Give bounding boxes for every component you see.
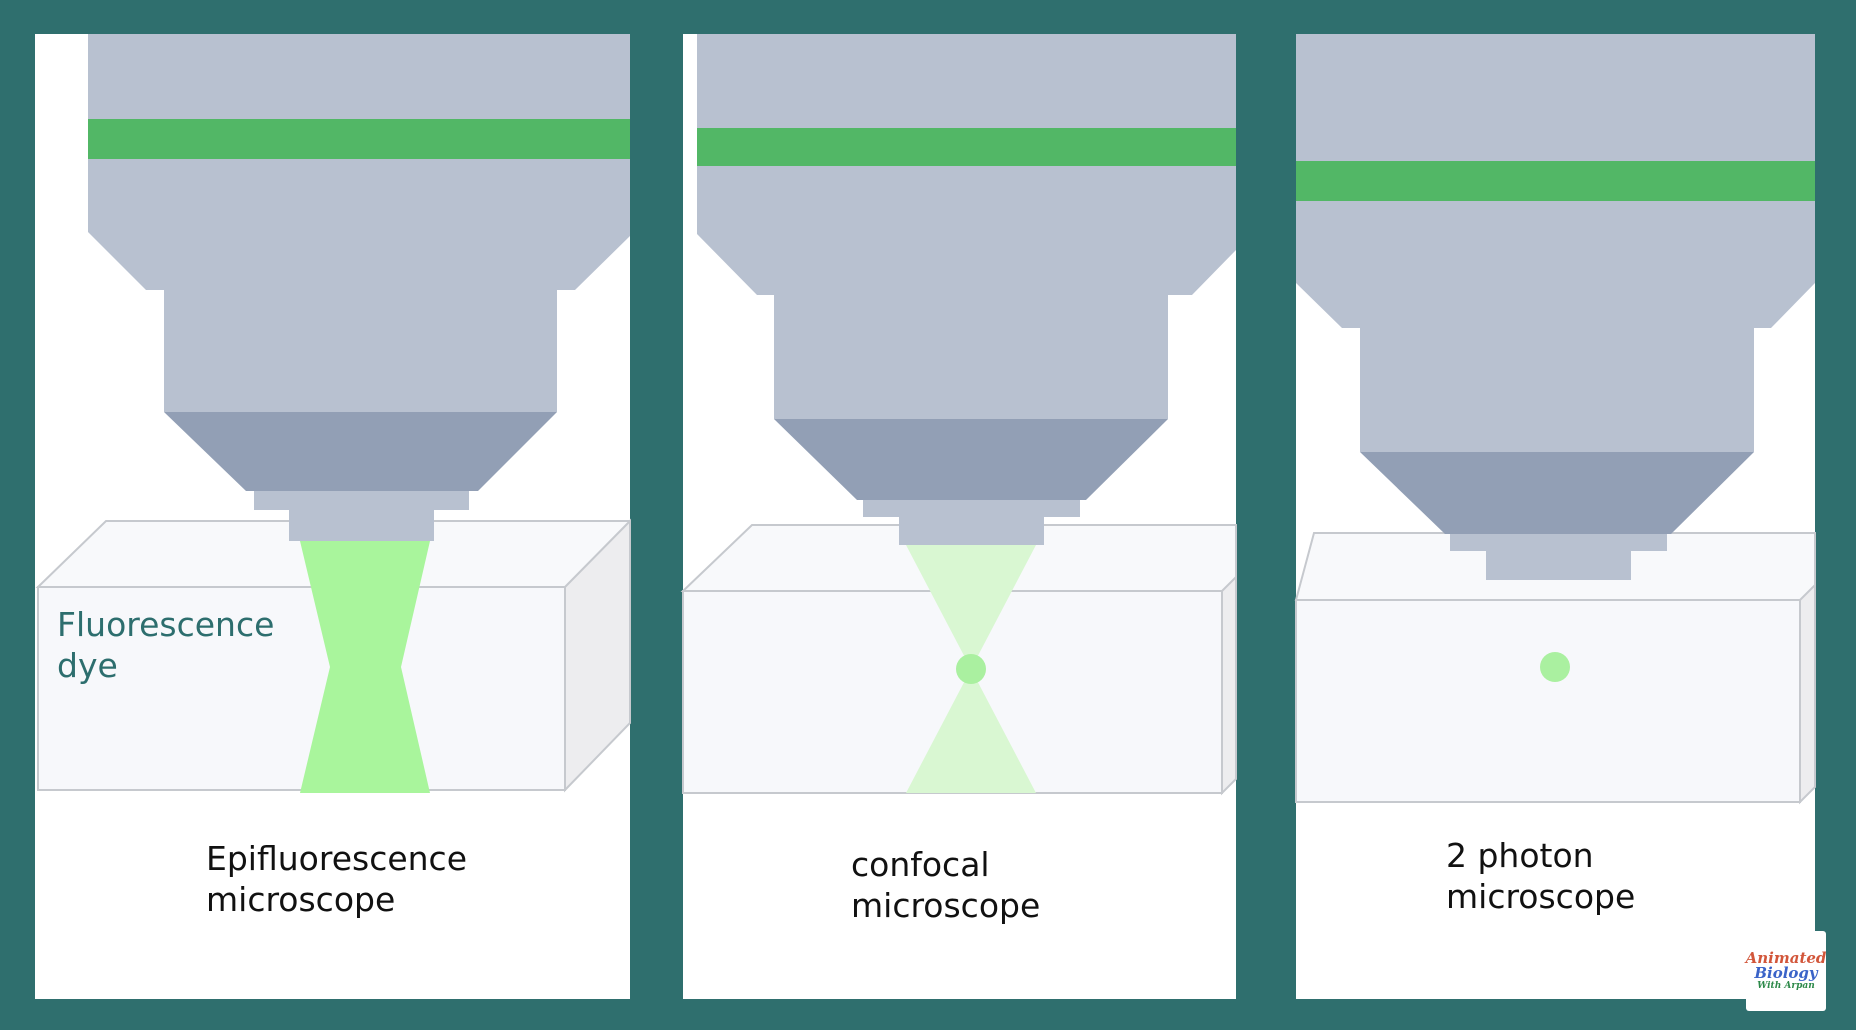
logo-line1: Animated xyxy=(1745,948,1827,967)
panel-epifluorescence: Fluorescence dye Epifluorescence microsc… xyxy=(35,34,631,999)
filter-band xyxy=(697,128,1236,166)
objective-lens xyxy=(1296,34,1815,580)
objective-lens xyxy=(88,34,630,541)
objective-body xyxy=(697,34,1236,419)
logo-line2: Biology xyxy=(1754,964,1818,983)
objective-ring xyxy=(863,500,1080,517)
panel-confocal: confocal microscope xyxy=(680,34,1237,999)
dye-label-line2: dye xyxy=(57,646,118,685)
objective-lens xyxy=(697,34,1236,545)
objective-tip xyxy=(289,510,434,541)
panel-title-line1: confocal xyxy=(851,845,990,884)
objective-cone xyxy=(164,412,557,491)
focal-spot xyxy=(956,654,986,684)
panel-title-line2: microscope xyxy=(206,880,395,919)
panel-title-line1: 2 photon xyxy=(1446,836,1594,875)
dye-label-line1: Fluorescence xyxy=(57,605,274,644)
excitation-beam-faint xyxy=(906,545,1036,793)
logo-line3: With Arpan xyxy=(1757,981,1815,992)
panel-two-photon: 2 photon microscope xyxy=(1294,34,1816,999)
filter-band xyxy=(1296,161,1815,201)
objective-body xyxy=(1296,34,1815,452)
objective-cone xyxy=(774,419,1168,500)
objective-cone xyxy=(1360,452,1754,534)
channel-logo: Animated Biology With Arpan xyxy=(1746,931,1826,1011)
sample-front-face xyxy=(1295,599,1801,803)
objective-body xyxy=(88,34,630,412)
panel-title-line1: Epifluorescence xyxy=(206,839,467,878)
excitation-beam-hourglass xyxy=(300,541,430,793)
focal-spot xyxy=(1540,652,1570,682)
panel-title-line2: microscope xyxy=(851,886,1040,925)
panel-title-line2: microscope xyxy=(1446,877,1635,916)
objective-tip xyxy=(899,517,1044,545)
filter-band xyxy=(88,119,630,159)
sample-side-face xyxy=(1221,574,1237,796)
objective-ring xyxy=(1450,534,1667,551)
sample-side-face xyxy=(1799,582,1816,805)
objective-ring xyxy=(254,491,469,510)
objective-tip xyxy=(1486,551,1631,580)
